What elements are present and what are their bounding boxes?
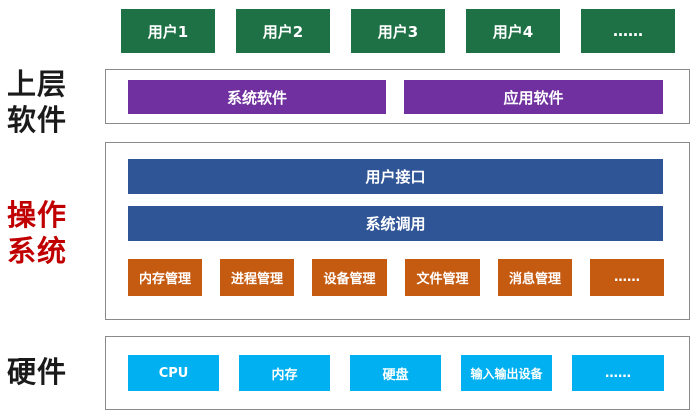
upper-software-label: 上层 软件 <box>6 67 67 137</box>
user-box-more: …… <box>581 9 675 53</box>
user-box-1: 用户1 <box>121 9 215 53</box>
cpu-box: CPU <box>128 355 219 391</box>
user-interface-bar: 用户接口 <box>128 159 663 194</box>
more-hardware-box: …… <box>572 355 664 391</box>
memory-management-box: 内存管理 <box>128 259 202 296</box>
device-management-box: 设备管理 <box>312 259 387 296</box>
file-management-box: 文件管理 <box>405 259 480 296</box>
os-label: 操作 系统 <box>6 198 67 268</box>
hard-disk-box: 硬盘 <box>350 355 441 391</box>
application-software-box: 应用软件 <box>404 80 663 114</box>
memory-box: 内存 <box>239 355 330 391</box>
system-call-bar: 系统调用 <box>128 206 663 241</box>
user-box-3: 用户3 <box>351 9 445 53</box>
io-devices-box: 输入输出设备 <box>461 355 552 391</box>
more-modules-box: …… <box>590 259 664 296</box>
user-box-2: 用户2 <box>236 9 330 53</box>
hardware-label: 硬件 <box>6 355 67 389</box>
system-software-box: 系统软件 <box>128 80 386 114</box>
message-management-box: 消息管理 <box>498 259 572 296</box>
process-management-box: 进程管理 <box>220 259 294 296</box>
user-box-4: 用户4 <box>466 9 560 53</box>
